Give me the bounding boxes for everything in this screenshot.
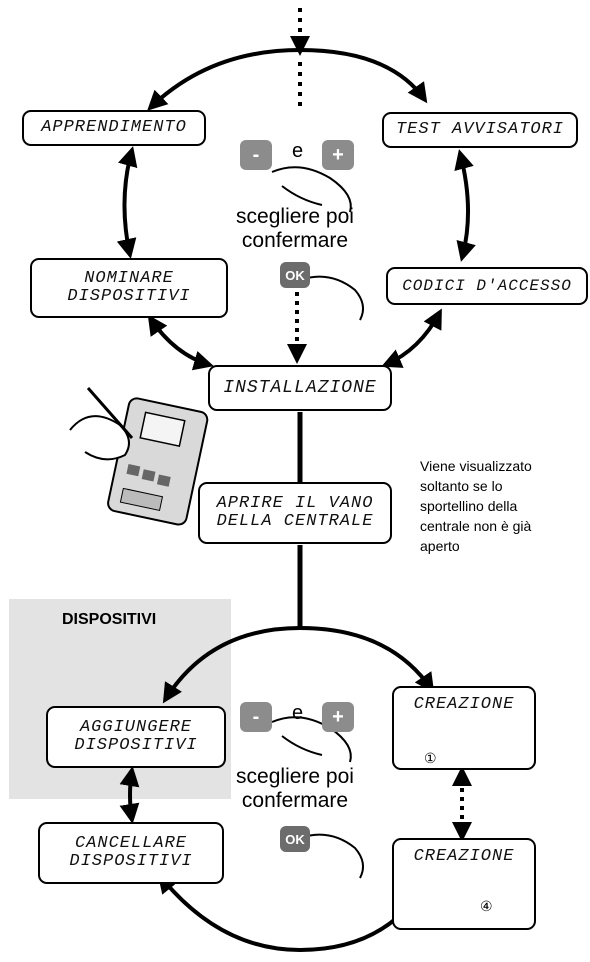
arc-bottom [157, 872, 413, 953]
lcd-nominare-dispositivi: NOMINARE DISPOSITIVI [30, 258, 228, 318]
lcd-cancellare-dispositivi: CANCELLARE DISPOSITIVI [38, 822, 224, 884]
note-text: Viene visualizzato soltanto se lo sporte… [420, 458, 532, 554]
instruction-bottom: scegliere poi confermare [236, 765, 354, 812]
arc-right-lower [381, 308, 442, 368]
instruction-top: scegliere poi confermare [236, 205, 354, 252]
lcd-codici-accesso: CODICI D'ACCESSO [386, 267, 588, 305]
creazione-1-number: ① [424, 750, 437, 766]
lcd-creazione-4: CREAZIONE [392, 838, 536, 930]
minus-key-top: - [240, 140, 272, 170]
creazione-4-number: ④ [480, 898, 493, 914]
hand-ok-top [299, 275, 365, 321]
arc-bottom-right [299, 626, 435, 694]
plus-key-top: + [322, 140, 354, 170]
arc-bottom-left-vertical [119, 766, 140, 824]
lcd-apprendimento: APPRENDIMENTO [22, 110, 206, 146]
lcd-aprire-vano: APRIRE IL VANO DELLA CENTRALE [198, 482, 392, 544]
arc-bottom-left [162, 626, 301, 704]
lcd-test-avvisatori: TEST AVVISATORI [382, 112, 578, 148]
arc-right-upper [454, 149, 476, 262]
ok-key-bottom: OK [280, 826, 310, 852]
lcd-creazione-1: CREAZIONE [392, 686, 536, 770]
and-word-bottom: e [292, 702, 304, 724]
arc-top [147, 47, 428, 111]
lcd-aggiungere-dispositivi: AGGIUNGERE DISPOSITIVI [46, 706, 226, 768]
lcd-installazione: INSTALLAZIONE [208, 365, 392, 411]
minus-key-bottom: - [240, 702, 272, 732]
hand-top [271, 166, 352, 213]
arc-left-upper [116, 146, 138, 259]
arc-left-lower [147, 314, 214, 371]
hand-ok-bottom [299, 833, 365, 879]
ok-key-top: OK [280, 262, 310, 288]
plus-key-bottom: + [322, 702, 354, 732]
panel-title: DISPOSITIVI [62, 611, 157, 628]
and-word-top: e [292, 140, 304, 162]
central-unit-illustration [69, 387, 209, 526]
